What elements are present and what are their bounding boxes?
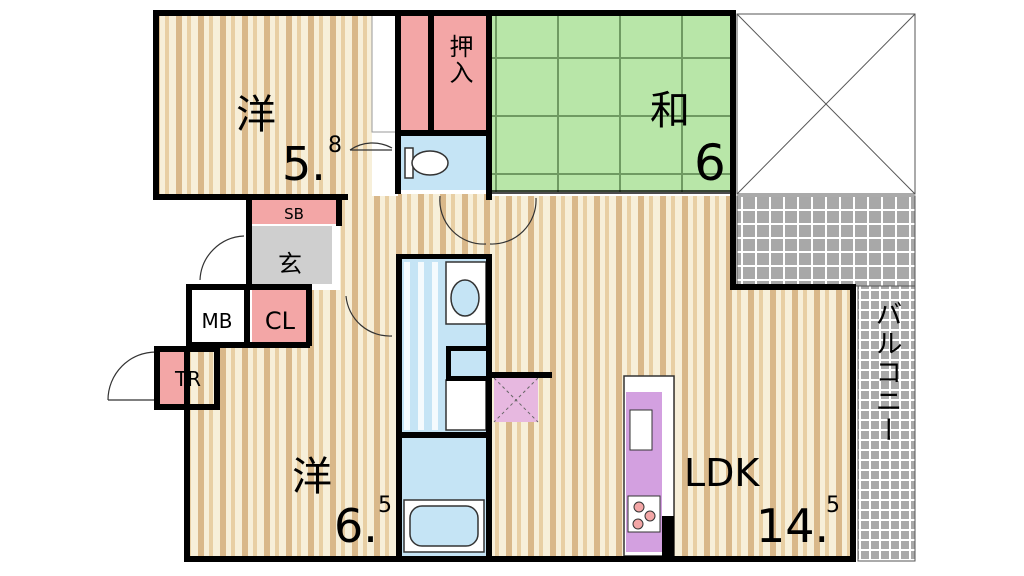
western-room-1-floor xyxy=(157,14,372,196)
hallway-floor-2 xyxy=(398,194,490,254)
toilet-icon xyxy=(404,147,449,179)
oshiire-closet xyxy=(430,14,488,132)
balcony-side-tile-area xyxy=(857,285,916,562)
hallway-floor xyxy=(340,196,398,296)
balcony-label: バルコニー xyxy=(871,300,902,445)
door-swings xyxy=(107,142,537,401)
closet-pink-strip xyxy=(400,14,428,132)
japanese-room-name: 和 xyxy=(650,88,690,134)
oshiire-label: 押入 xyxy=(445,34,473,86)
balcony-tile-area xyxy=(736,195,916,287)
washroom-stripes xyxy=(404,262,438,430)
washing-machine-area xyxy=(445,379,487,431)
shoe-box xyxy=(250,200,338,224)
western-room-2-size: 6. xyxy=(334,499,378,553)
western-room-1-size: 5. xyxy=(282,137,326,191)
meter-box-label: MB xyxy=(202,309,233,333)
ldk-size: 14. xyxy=(756,499,829,553)
meter-box xyxy=(190,290,244,346)
entrance-label: 玄 xyxy=(278,250,302,278)
walls xyxy=(153,10,856,562)
bathtub-icon xyxy=(403,499,485,553)
japanese-room-size: 6 xyxy=(694,134,726,192)
closet-label: CL xyxy=(265,307,296,335)
ldk-name: LDK xyxy=(684,451,760,495)
balcony-upper-area xyxy=(736,13,916,195)
shoe-box-label: SB xyxy=(284,205,304,223)
trunk-room-label: TR xyxy=(174,367,201,391)
washbasin-icon xyxy=(445,261,487,325)
western-room-2-floor-upper xyxy=(310,290,398,350)
western-room-2-name: 洋 xyxy=(292,454,332,500)
entrance-floor xyxy=(250,226,332,284)
storage-box xyxy=(493,377,539,423)
japanese-room-floor xyxy=(490,14,734,192)
western-room-2-floor xyxy=(188,348,398,558)
western-room-2-size-fraction: 5 xyxy=(378,493,392,518)
ldk-floor-right xyxy=(734,290,852,558)
western-room-1-name: 洋 xyxy=(236,92,276,138)
western-room-1-size-fraction: 8 xyxy=(328,133,342,158)
closet-cl xyxy=(252,290,308,346)
ldk-size-fraction: 5 xyxy=(826,493,840,518)
